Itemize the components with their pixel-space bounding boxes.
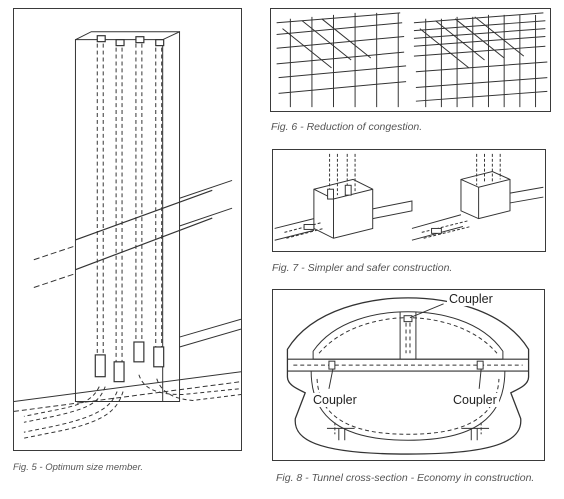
fig5-caption: Fig. 5 - Optimum size member.	[13, 462, 144, 473]
fig8-caption: Fig. 8 - Tunnel cross-section - Economy …	[276, 472, 535, 484]
fig8-label-left: Coupler	[311, 393, 359, 407]
fig8-label-top: Coupler	[447, 292, 495, 306]
fig6-caption: Fig. 6 - Reduction of congestion.	[271, 121, 423, 133]
fig7-panel	[272, 149, 546, 252]
fig5-panel	[13, 8, 242, 451]
fig8-drawing	[286, 297, 530, 455]
fig5-drawing	[14, 30, 241, 439]
fig8-panel: Coupler Coupler Coupler	[272, 289, 545, 461]
fig7-caption: Fig. 7 - Simpler and safer construction.	[272, 262, 453, 274]
fig8-label-right: Coupler	[451, 393, 499, 407]
fig6-drawing	[276, 12, 548, 108]
fig7-drawing	[274, 153, 544, 241]
fig6-panel	[270, 8, 551, 112]
